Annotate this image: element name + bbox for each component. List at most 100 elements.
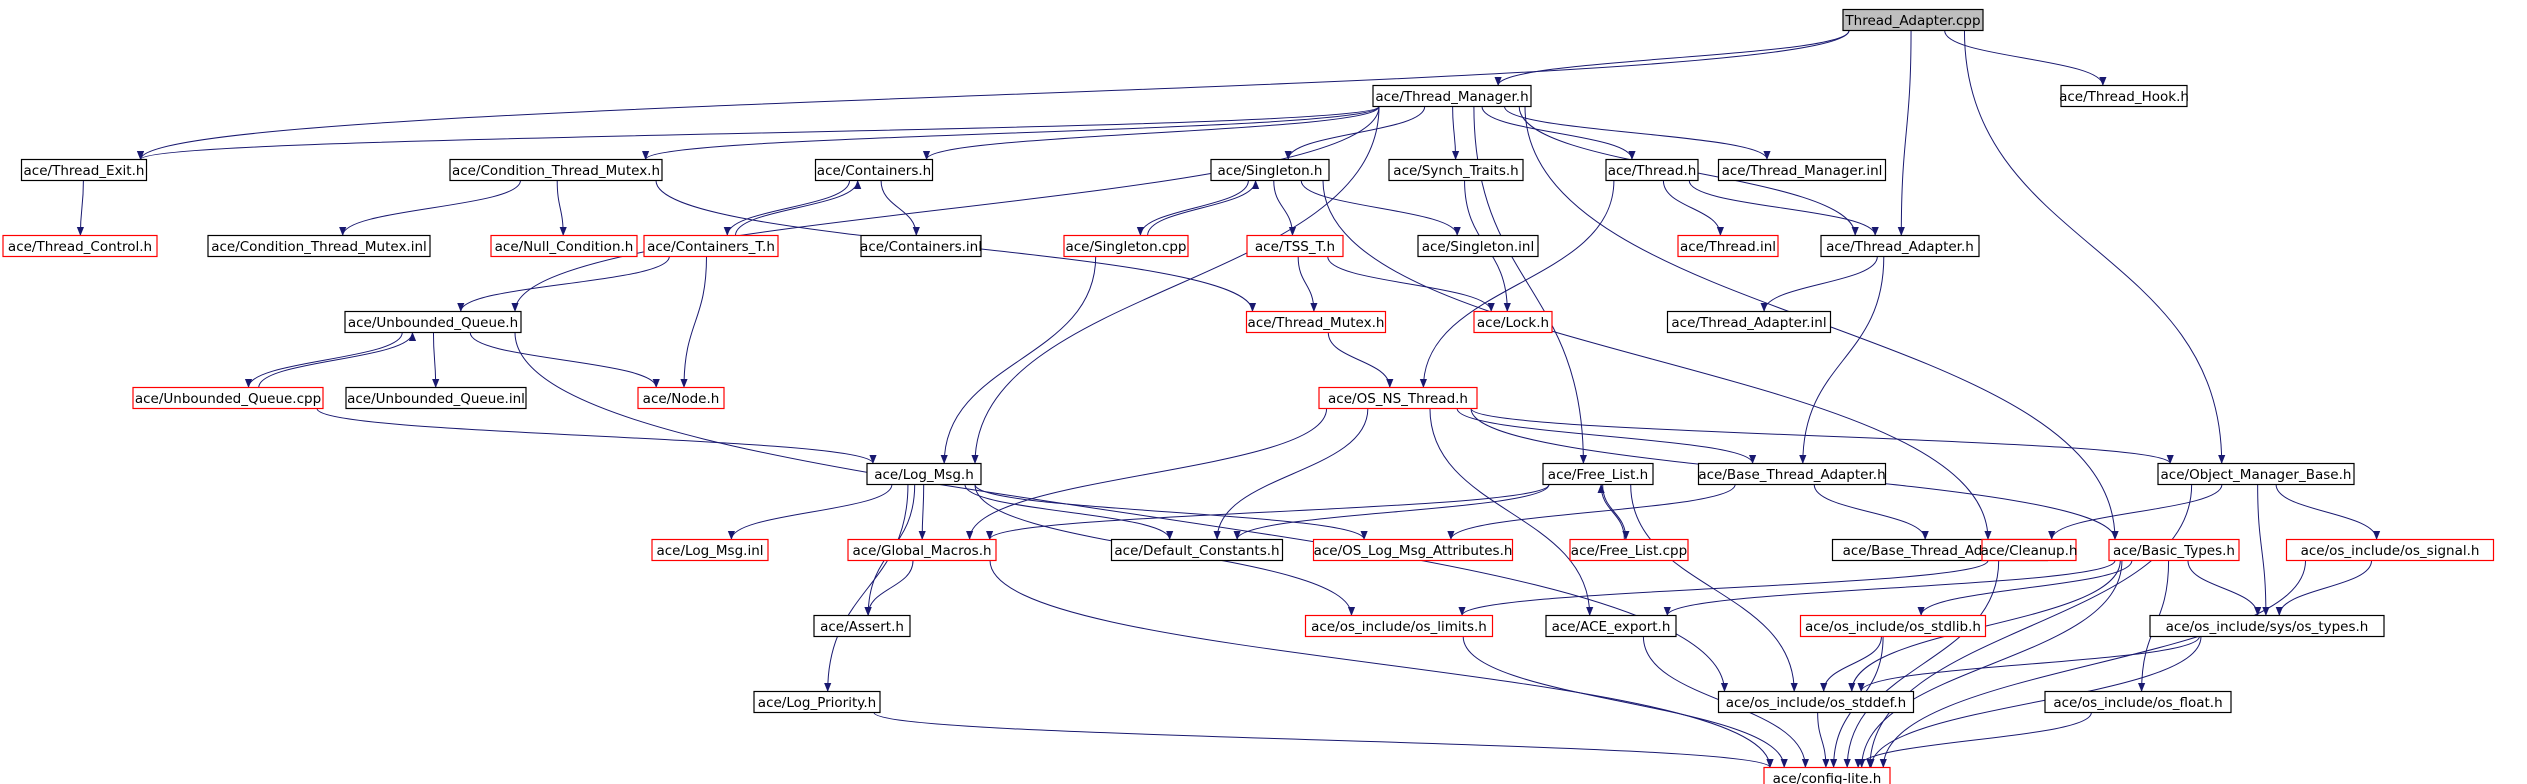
graph-node-log-priority[interactable]: ace/Log_Priority.h	[753, 690, 881, 714]
graph-node-lock-h[interactable]: ace/Lock.h	[1473, 310, 1553, 334]
graph-node-synch-traits[interactable]: ace/Synch_Traits.h	[1388, 158, 1524, 182]
edge-thread-adapter-h-to-base-thread-adapter	[1799, 256, 1885, 464]
graph-node-containers-h[interactable]: ace/Containers.h	[814, 158, 934, 182]
graph-node-object-manager-base[interactable]: ace/Object_Manager_Base.h	[2157, 462, 2355, 486]
node-box	[2108, 538, 2240, 562]
graph-node-tm-inl[interactable]: ace/Thread_Manager.inl	[1717, 158, 1887, 182]
node-box	[1312, 538, 1514, 562]
edge-cleanup-to-config-lite	[1843, 560, 2000, 768]
graph-node-node-h[interactable]: ace/Node.h	[637, 386, 725, 410]
node-box	[1605, 158, 1699, 182]
edge-singleton-h-to-singleton-cpp	[1136, 180, 1249, 236]
graph-node-tss-t[interactable]: ace/TSS_T.h	[1246, 234, 1344, 258]
node-label: ace/Thread_Mutex.h	[1248, 315, 1385, 331]
edge-os-signal-to-config-lite	[1879, 560, 2307, 768]
edge-thread-mutex-to-os-ns-thread	[1327, 332, 1394, 388]
graph-node-os-ns-thread[interactable]: ace/OS_NS_Thread.h	[1318, 386, 1478, 410]
node-label: ace/Singleton.cpp	[1065, 239, 1186, 255]
node-box	[1697, 462, 1887, 486]
graph-node-ctm-inl[interactable]: ace/Condition_Thread_Mutex.inl	[207, 234, 431, 258]
edge-thread-h-to-os-ns-thread	[1419, 180, 1615, 388]
node-label: ace/os_include/sys/os_types.h	[2166, 619, 2369, 635]
graph-node-base-thread-adapter[interactable]: ace/Base_Thread_Adapter.h	[1697, 462, 1887, 486]
graph-node-tm-h[interactable]: ace/Thread_Manager.h	[1372, 84, 1532, 108]
graph-node-null-cond[interactable]: ace/Null_Condition.h	[490, 234, 638, 258]
edge-root-to-thread-exit	[137, 30, 1850, 160]
graph-node-default-constants[interactable]: ace/Default_Constants.h	[1110, 538, 1284, 562]
node-box	[1210, 158, 1330, 182]
graph-node-thread-mutex[interactable]: ace/Thread_Mutex.h	[1245, 310, 1387, 334]
node-box	[1545, 614, 1677, 638]
node-label: ace/Free_List.cpp	[1571, 543, 1687, 559]
graph-node-os-limits[interactable]: ace/os_include/os_limits.h	[1304, 614, 1494, 638]
edge-thread-h-to-thread-adapter-h	[1688, 180, 1879, 236]
graph-node-os-float[interactable]: ace/os_include/os_float.h	[2044, 690, 2232, 714]
node-label: ace/Assert.h	[820, 619, 904, 635]
graph-node-global-macros[interactable]: ace/Global_Macros.h	[847, 538, 997, 562]
graph-node-os-signal[interactable]: ace/os_include/os_signal.h	[2285, 538, 2495, 562]
graph-node-thread-inl[interactable]: ace/Thread.inl	[1677, 234, 1779, 258]
graph-node-log-msg-inl[interactable]: ace/Log_Msg.inl	[651, 538, 769, 562]
graph-node-singleton-inl[interactable]: ace/Singleton.inl	[1417, 234, 1539, 258]
graph-node-cleanup[interactable]: ace/Cleanup.h	[1981, 538, 2078, 562]
graph-node-thread-control[interactable]: ace/Thread_Control.h	[2, 234, 158, 258]
graph-node-log-msg[interactable]: ace/Log_Msg.h	[866, 462, 982, 486]
graph-node-unbounded-queue-cpp[interactable]: ace/Unbounded_Queue.cpp	[132, 386, 324, 410]
edge-base-thread-adapter-to-os-log-msg-attr	[1447, 484, 1736, 540]
node-label: ace/Thread_Adapter.inl	[1671, 315, 1826, 331]
graph-node-containers-t[interactable]: ace/Containers_T.h	[643, 234, 779, 258]
graph-node-os-log-msg-attr[interactable]: ace/OS_Log_Msg_Attributes.h	[1312, 538, 1514, 562]
graph-node-thread-adapter-h[interactable]: ace/Thread_Adapter.h	[1820, 234, 1980, 258]
node-box	[860, 234, 982, 258]
graph-node-unbounded-queue-inl[interactable]: ace/Unbounded_Queue.inl	[345, 386, 527, 410]
node-box	[2060, 84, 2188, 108]
graph-node-containers-inl[interactable]: ace/Containers.inl	[860, 234, 982, 258]
edge-thread-adapter-h-to-thread-adapter-inl	[1760, 256, 1878, 312]
graph-node-config-lite[interactable]: ace/config-lite.h	[1763, 766, 1891, 784]
edge-root-to-thread-hook	[1944, 30, 2107, 86]
edge-singleton-cpp-to-singleton-h	[1147, 180, 1260, 236]
node-label: ace/Log_Msg.inl	[656, 543, 763, 559]
node-label: ace/Thread.h	[1608, 163, 1697, 179]
graph-node-os-types[interactable]: ace/os_include/sys/os_types.h	[2149, 614, 2385, 638]
graph-node-free-list-cpp[interactable]: ace/Free_List.cpp	[1569, 538, 1689, 562]
graph-node-free-list[interactable]: ace/Free_List.h	[1542, 462, 1654, 486]
node-label: ace/Node.h	[643, 391, 720, 407]
graph-node-basic-types[interactable]: ace/Basic_Types.h	[2108, 538, 2240, 562]
node-box	[643, 234, 779, 258]
node-label: ace/OS_NS_Thread.h	[1328, 391, 1468, 407]
graph-node-ctm-h[interactable]: ace/Condition_Thread_Mutex.h	[449, 158, 663, 182]
edge-os-ns-thread-to-global-macros	[966, 408, 1328, 540]
edge-containers-h-to-containers-t	[723, 180, 851, 236]
edge-tm-h-to-unbounded-queue-h	[511, 106, 1380, 312]
edge-free-list-to-os-stddef	[1630, 484, 1798, 692]
node-box	[1318, 386, 1478, 410]
node-box	[449, 158, 663, 182]
graph-node-thread-h[interactable]: ace/Thread.h	[1605, 158, 1699, 182]
node-box	[1820, 234, 1980, 258]
graph-node-root[interactable]: Thread_Adapter.cpp	[1842, 8, 1984, 32]
node-label: ace/config-lite.h	[1773, 771, 1882, 784]
edge-tss-t-to-lock-h	[1327, 256, 1495, 312]
graph-node-thread-adapter-inl[interactable]: ace/Thread_Adapter.inl	[1666, 310, 1832, 334]
edge-basic-types-to-config-lite	[1858, 560, 2123, 768]
graph-node-os-stddef[interactable]: ace/os_include/os_stddef.h	[1717, 690, 1915, 714]
node-label: ace/Unbounded_Queue.h	[348, 315, 518, 331]
graph-node-thread-exit[interactable]: ace/Thread_Exit.h	[20, 158, 148, 182]
graph-node-singleton-h[interactable]: ace/Singleton.h	[1210, 158, 1330, 182]
graph-node-os-stdlib[interactable]: ace/os_include/os_stdlib.h	[1799, 614, 1987, 638]
edge-tm-h-to-ctm-h	[642, 106, 1380, 160]
graph-node-thread-hook[interactable]: ace/Thread_Hook.h	[2059, 84, 2189, 108]
graph-node-assert-h[interactable]: ace/Assert.h	[813, 614, 911, 638]
edge-os-ns-thread-to-object-manager-base	[1470, 408, 2174, 464]
graph-node-unbounded-queue-h[interactable]: ace/Unbounded_Queue.h	[344, 310, 522, 334]
node-label: ace/os_include/os_stddef.h	[1726, 695, 1906, 711]
edge-log-msg-to-log-msg-inl	[727, 484, 893, 540]
node-label: ace/Thread_Hook.h	[2059, 89, 2189, 105]
graph-node-singleton-cpp[interactable]: ace/Singleton.cpp	[1063, 234, 1189, 258]
node-label: ace/Containers_T.h	[647, 239, 775, 255]
edge-basic-types-to-os-stdlib	[1917, 560, 2133, 616]
graph-node-ace-export[interactable]: ace/ACE_export.h	[1545, 614, 1677, 638]
node-box	[1763, 766, 1891, 784]
node-box	[651, 538, 769, 562]
